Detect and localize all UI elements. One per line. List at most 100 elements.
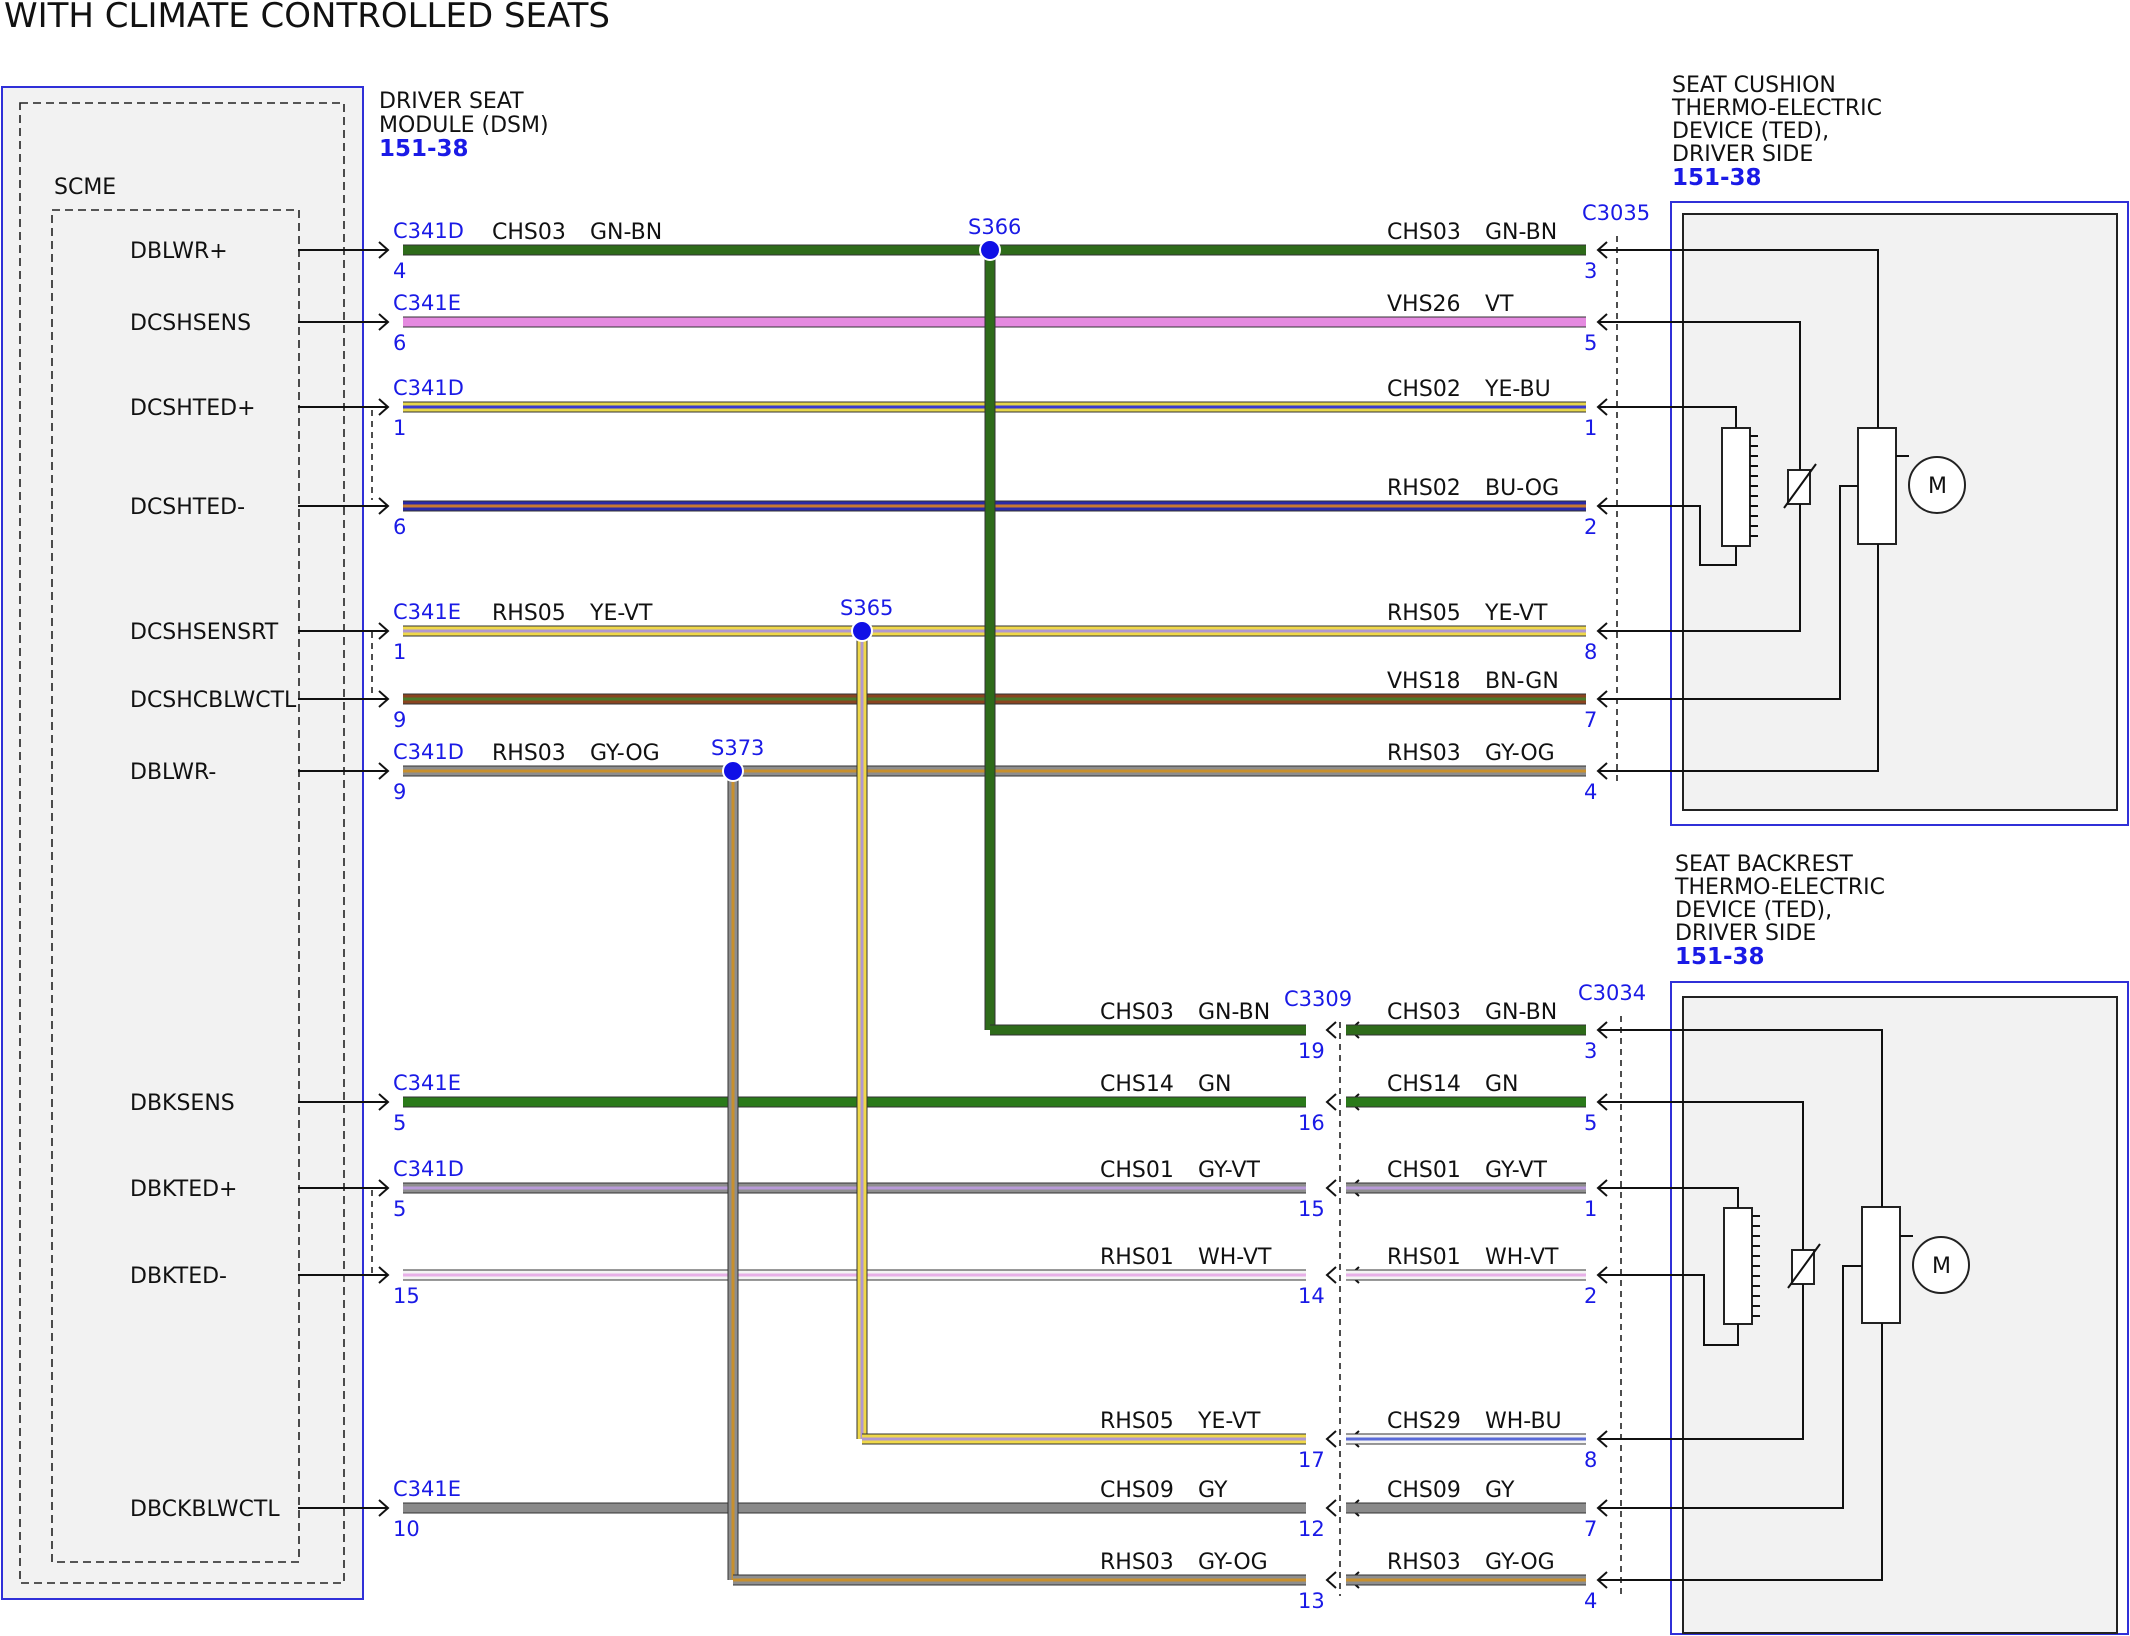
top-row-1-right-circuit: VHS26 xyxy=(1387,292,1461,317)
dsm-ref-link[interactable]: 151-38 xyxy=(379,136,469,162)
bottom-row-3-right-color: WH-VT xyxy=(1485,1245,1559,1270)
bottom-row-1-c3309-arrow-left xyxy=(1325,1093,1337,1111)
top-row-3-right-color: BU-OG xyxy=(1485,476,1559,501)
top-row-6-dsm-connector[interactable]: C341D xyxy=(393,740,464,764)
top-row-4-left-circuit: RHS05 xyxy=(492,601,566,626)
splice-1-dot[interactable] xyxy=(851,620,873,642)
backrest-title-line-1: SEAT BACKREST xyxy=(1675,852,1853,877)
bottom-row-1-dsm-pin: 5 xyxy=(393,1111,406,1135)
bottom-row-2-dsm-pin: 5 xyxy=(393,1197,406,1221)
bottom-row-1-c3309-pin: 16 xyxy=(1298,1111,1325,1135)
bottom-row-2-dsm-connector[interactable]: C341D xyxy=(393,1157,464,1181)
bottom-row-1-pin-name: DBKSENS xyxy=(130,1091,235,1116)
top-row-0-right-circuit: CHS03 xyxy=(1387,220,1461,245)
top-row-6-dsm-arrow xyxy=(378,762,390,780)
bottom-row-1-dsm-arrow xyxy=(378,1093,390,1111)
bottom-row-1-dsm-connector[interactable]: C341E xyxy=(393,1071,461,1095)
cushion-title-line-4: DRIVER SIDE xyxy=(1672,142,1813,167)
cushion-link-blower-pos xyxy=(1645,249,1879,428)
bottom-row-2-mid-circuit: CHS01 xyxy=(1100,1158,1174,1183)
cushion-ted-inner xyxy=(1682,213,2118,811)
scme-outer-dashed xyxy=(19,102,345,1584)
cushion-title-line-2: THERMO-ELECTRIC xyxy=(1671,96,1882,121)
bottom-row-4-mid-circuit: RHS05 xyxy=(1100,1409,1174,1434)
splice-2-label[interactable]: S373 xyxy=(711,736,764,760)
cushion-peltier-element xyxy=(1721,427,1751,547)
splice-2-dot[interactable] xyxy=(722,760,744,782)
bottom-row-2-mid-color: GY-VT xyxy=(1198,1158,1260,1183)
top-row-5-pin-name: DCSHCBLWCTL xyxy=(130,688,297,713)
bottom-row-5-c3309-pin: 12 xyxy=(1298,1517,1325,1541)
bottom-row-5-dsm-connector[interactable]: C341E xyxy=(393,1477,461,1501)
thermistor-slash-0 xyxy=(1783,463,1817,509)
bottom-row-4-c3309-pin: 17 xyxy=(1298,1448,1325,1472)
top-row-2-dsm-pin: 1 xyxy=(393,416,406,440)
connector-c3309[interactable]: C3309 xyxy=(1284,987,1352,1011)
top-row-2-right-color: YE-BU xyxy=(1484,377,1551,402)
top-row-1-ted-pin: 5 xyxy=(1584,331,1597,355)
top-row-2-dsm-connector[interactable]: C341D xyxy=(393,376,464,400)
splice-0-label[interactable]: S366 xyxy=(968,215,1021,239)
bottom-row-6-right-circuit: RHS03 xyxy=(1387,1550,1461,1575)
cushion-title-line-3: DEVICE (TED), xyxy=(1672,119,1829,144)
top-row-6-right-color: GY-OG xyxy=(1485,741,1555,766)
thermistor-slash-1 xyxy=(1787,1243,1821,1289)
splice-0-dot[interactable] xyxy=(979,239,1001,261)
scme-label: SCME xyxy=(54,175,116,200)
bottom-row-5-dsm-pin: 10 xyxy=(393,1517,420,1541)
backrest-link-blower-pos xyxy=(1645,1029,1883,1207)
top-row-3-dsm-arrow xyxy=(378,497,390,515)
bottom-row-3-dsm-arrow xyxy=(378,1266,390,1284)
top-row-1-dsm-connector[interactable]: C341E xyxy=(393,291,461,315)
bottom-row-4-mid-color: YE-VT xyxy=(1197,1409,1261,1434)
backrest-title-line-2: THERMO-ELECTRIC xyxy=(1674,875,1885,900)
top-row-4-ted-pin: 8 xyxy=(1584,640,1597,664)
bottom-row-1-ted-pin: 5 xyxy=(1584,1111,1597,1135)
bottom-row-3-c3309-arrow-left xyxy=(1325,1266,1337,1284)
cushion-motor-label: M xyxy=(1928,474,1947,499)
top-row-6-left-color: GY-OG xyxy=(590,741,660,766)
bottom-row-6-c3309-arrow-left xyxy=(1325,1571,1337,1589)
cushion-blower-body xyxy=(1857,427,1897,545)
backrest-link-sensor xyxy=(1645,1101,1804,1250)
splice-1-label[interactable]: S365 xyxy=(840,596,893,620)
top-row-2-ted-pin: 1 xyxy=(1584,416,1597,440)
top-row-4-left-color: YE-VT xyxy=(589,601,653,626)
dsm-module-box[interactable] xyxy=(1,86,364,1600)
backrest-motor-label: M xyxy=(1932,1254,1951,1279)
bottom-row-1-mid-circuit: CHS14 xyxy=(1100,1072,1174,1097)
top-row-0-ted-pin: 3 xyxy=(1584,259,1597,283)
bottom-row-0-c3309-arrow-left xyxy=(1325,1021,1337,1039)
top-row-6-left-circuit: RHS03 xyxy=(492,741,566,766)
bottom-row-3-mid-circuit: RHS01 xyxy=(1100,1245,1174,1270)
top-row-4-dsm-connector[interactable]: C341E xyxy=(393,600,461,624)
bottom-row-5-ted-pin: 7 xyxy=(1584,1517,1597,1541)
bottom-row-1-mid-color: GN xyxy=(1198,1072,1232,1097)
top-row-3-ted-pin: 2 xyxy=(1584,515,1597,539)
top-row-3-dsm-pin: 6 xyxy=(393,515,406,539)
bottom-row-3-c3309-pin: 14 xyxy=(1298,1284,1325,1308)
bottom-row-6-mid-circuit: RHS03 xyxy=(1100,1550,1174,1575)
top-row-5-ted-pin: 7 xyxy=(1584,708,1597,732)
backrest-title: SEAT BACKREST THERMO-ELECTRIC DEVICE (TE… xyxy=(1674,852,1885,970)
bottom-row-5-c3309-arrow-left xyxy=(1325,1499,1337,1517)
top-row-4-pin-name: DCSHSENSRT xyxy=(130,620,279,645)
connector-c3035[interactable]: C3035 xyxy=(1582,201,1650,225)
bottom-row-4-right-color: WH-BU xyxy=(1485,1409,1562,1434)
cushion-title: SEAT CUSHION THERMO-ELECTRIC DEVICE (TED… xyxy=(1671,73,1882,191)
backrest-blower-body xyxy=(1861,1206,1901,1324)
cushion-ref-link[interactable]: 151-38 xyxy=(1672,165,1762,191)
backrest-ref-link[interactable]: 151-38 xyxy=(1675,944,1765,970)
top-row-6-right-circuit: RHS03 xyxy=(1387,741,1461,766)
wire-layer xyxy=(298,239,1913,1589)
bottom-row-5-mid-circuit: CHS09 xyxy=(1100,1478,1174,1503)
bottom-row-2-right-color: GY-VT xyxy=(1485,1158,1547,1183)
connector-c3034[interactable]: C3034 xyxy=(1578,981,1646,1005)
top-row-0-dsm-connector[interactable]: C341D xyxy=(393,219,464,243)
top-row-1-right-color: VT xyxy=(1485,292,1514,317)
bottom-row-3-mid-color: WH-VT xyxy=(1198,1245,1272,1270)
bottom-row-0-right-circuit: CHS03 xyxy=(1387,1000,1461,1025)
bottom-row-4-ted-pin: 8 xyxy=(1584,1448,1597,1472)
